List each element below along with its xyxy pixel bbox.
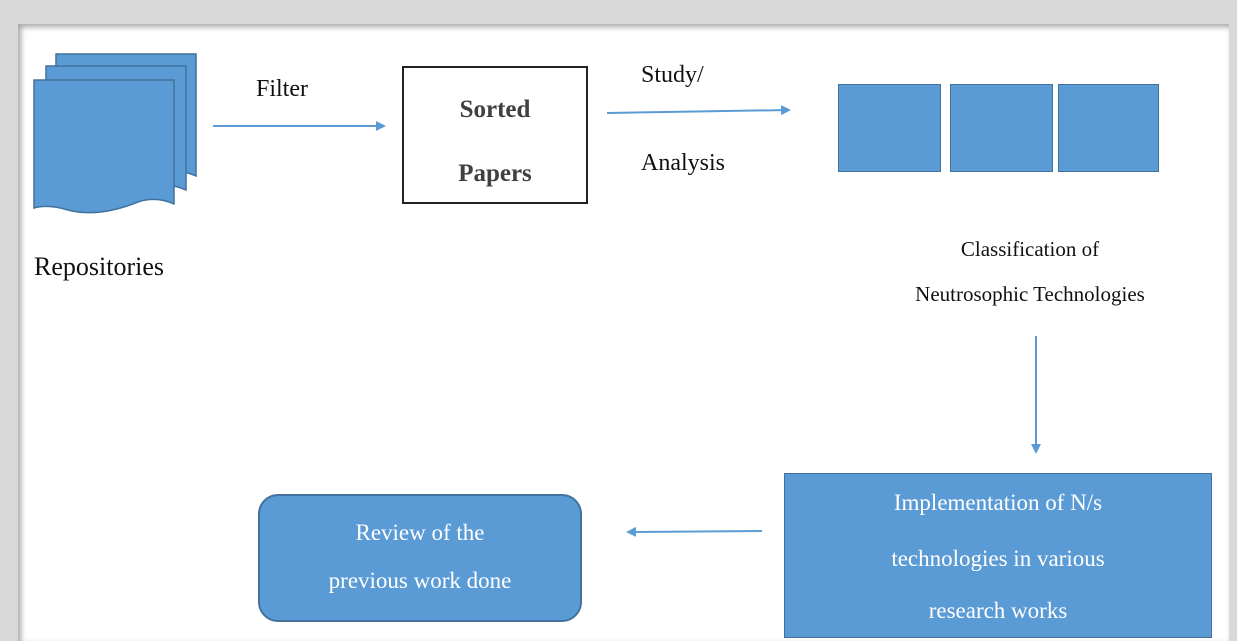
classification-label-line1: Classification of [960, 237, 1100, 261]
review-line1: Review of the [355, 520, 485, 545]
analysis-label: Analysis [641, 150, 725, 176]
implementation-line1: Implementation of N/s [893, 490, 1103, 515]
implementation-line2: technologies in various [891, 546, 1105, 571]
implementation-box: Implementation of N/s technologies in va… [784, 473, 1212, 638]
repositories-label: Repositories [34, 252, 164, 281]
implementation-line3: research works [928, 598, 1068, 623]
study-analysis-arrow [606, 105, 791, 116]
implementation-to-review-arrow [626, 526, 763, 537]
study-label: Study/ [641, 62, 704, 88]
sorted-papers-line2: Papers [458, 160, 532, 187]
classification-square-3 [1058, 84, 1159, 172]
review-box: Review of the previous work done [258, 494, 582, 622]
classification-square-1 [838, 84, 941, 172]
sorted-papers-box: Sorted Papers [402, 66, 588, 204]
sorted-papers-line1: Sorted [459, 96, 531, 123]
filter-label: Filter [256, 76, 308, 102]
classification-label-line2: Neutrosophic Technologies [915, 282, 1145, 306]
multiple-documents-icon [33, 53, 197, 214]
classification-square-2 [950, 84, 1053, 172]
review-line2: previous work done [328, 568, 512, 593]
